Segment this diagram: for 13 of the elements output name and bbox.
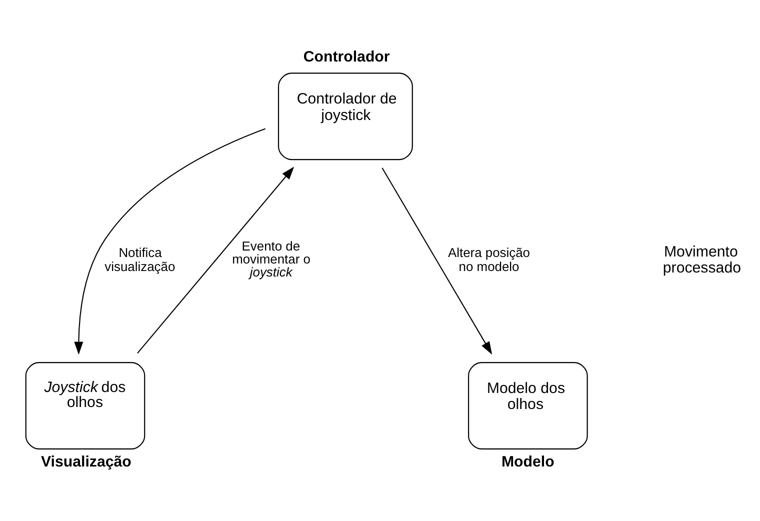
edge-label: Altera posição no modelo [448,244,530,274]
node-label: Visualização [40,453,132,470]
edge-label: Evento de movimentar o joystick [232,238,310,280]
node-box: Controlador de joystick [278,72,413,160]
label: Movimento processado [662,243,742,277]
node-label: Modelo [501,453,554,470]
arrow [382,168,492,355]
arrow [74,128,266,355]
node-label: Controlador [303,48,390,66]
node-box: Modelo dos olhos [468,362,588,450]
arrow [137,166,294,354]
node-box: Joystick dos olhos [25,362,146,450]
edge-label: Notifica visualização [104,244,176,274]
